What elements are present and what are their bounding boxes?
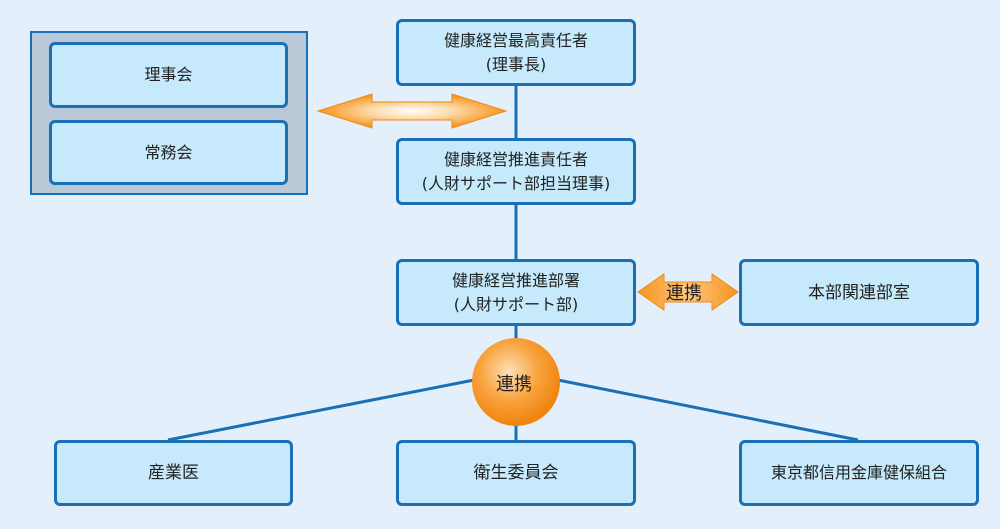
related-title: 本部関連部室 xyxy=(808,282,910,303)
hub-circle-icon xyxy=(472,338,560,426)
double-arrow-related-icon xyxy=(637,273,739,311)
line-to-sangyoui xyxy=(167,378,475,442)
board-item-label: 理事会 xyxy=(144,65,193,84)
board-item-label: 常務会 xyxy=(144,142,193,162)
bottom-item-label: 産業医 xyxy=(148,463,199,483)
bottom-item-label: 衛生委員会 xyxy=(473,463,559,483)
top-executive-title: 健康経営最高責任者 xyxy=(443,30,588,50)
department-box[interactable]: 健康経営推進部署 (人財サポート部) xyxy=(396,259,636,326)
top-executive-sub: (理事長) xyxy=(485,54,547,74)
department-sub: (人財サポート部) xyxy=(453,294,579,314)
related-box[interactable]: 本部関連部室 xyxy=(739,259,979,326)
side-link-label: 連携 xyxy=(666,283,702,304)
promoter-sub: (人財サポート部担当理事) xyxy=(421,173,611,193)
line-to-kenpo xyxy=(557,378,859,442)
bottom-item-eisei[interactable]: 衛生委員会 xyxy=(396,440,636,506)
promoter-title: 健康経営推進責任者 xyxy=(443,149,588,169)
board-item-jomukai[interactable]: 常務会 xyxy=(49,120,288,185)
board-item-rijikai[interactable]: 理事会 xyxy=(49,42,288,108)
hub-link-label: 連携 xyxy=(496,374,532,395)
top-executive-box[interactable]: 健康経営最高責任者 (理事長) xyxy=(396,19,636,86)
bottom-item-label: 東京都信用金庫健保組合 xyxy=(770,463,947,482)
double-arrow-board-icon xyxy=(316,93,508,129)
bottom-item-kenpo[interactable]: 東京都信用金庫健保組合 xyxy=(739,440,979,506)
bottom-item-sangyoui[interactable]: 産業医 xyxy=(54,440,293,506)
department-title: 健康経営推進部署 xyxy=(451,270,580,290)
promoter-box[interactable]: 健康経営推進責任者 (人財サポート部担当理事) xyxy=(396,138,636,205)
